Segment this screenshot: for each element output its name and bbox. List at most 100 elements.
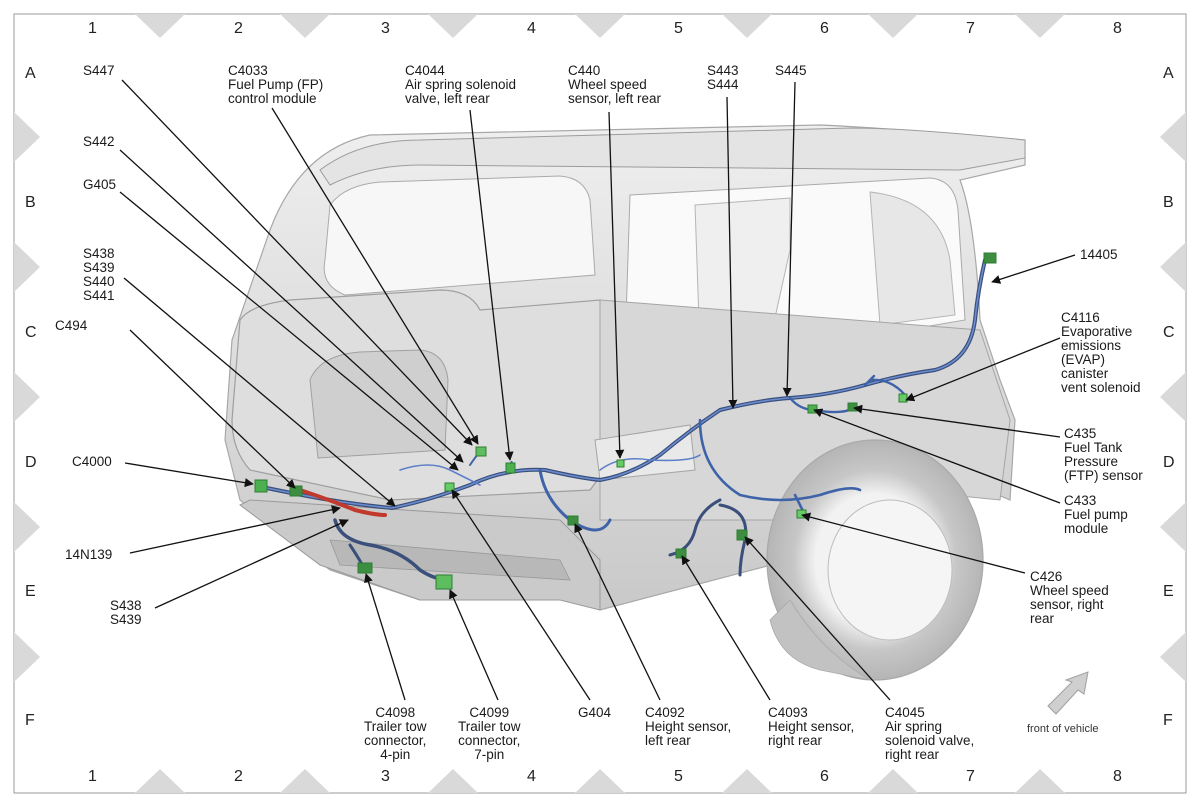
label-line: connector,: [458, 733, 521, 748]
label-line: solenoid valve,: [885, 733, 975, 748]
grid-row-b-left: B: [25, 194, 36, 211]
label-line: S439: [110, 612, 142, 627]
label-line: S439: [83, 260, 115, 275]
label-line: rear: [1030, 611, 1055, 626]
label-14n139: 14N139: [65, 548, 112, 562]
spare-tire: [766, 439, 984, 681]
label-line: C4092: [645, 705, 685, 720]
label-line: 14405: [1080, 247, 1118, 262]
leader-lines: [119, 79, 1076, 701]
grid-col-1-top: 1: [88, 20, 97, 37]
label-line: Height sensor,: [768, 719, 855, 734]
grid-col-7-bottom: 7: [966, 768, 975, 785]
label-g404: G404: [578, 706, 611, 720]
label-line: Wheel speed: [1030, 583, 1109, 598]
label-14405: 14405: [1080, 248, 1118, 262]
label-line: valve, left rear: [405, 91, 490, 106]
connector-c4099: [435, 574, 453, 590]
grid-col-7-top: 7: [966, 20, 975, 37]
grid-row-f-right: F: [1163, 712, 1173, 729]
label-line: C494: [55, 318, 88, 333]
label-line: Fuel Pump (FP): [228, 77, 324, 92]
label-line: 7-pin: [474, 747, 505, 762]
label-line: vent solenoid: [1061, 380, 1141, 395]
label-line: Evaporative: [1061, 324, 1133, 339]
grid-row-a-left: A: [25, 65, 36, 82]
label-line: Air spring: [885, 719, 943, 734]
vehicle-body: [224, 124, 1026, 611]
label-line: sensor, right: [1030, 597, 1104, 612]
label-line: C433: [1064, 493, 1097, 508]
connector-c4092: [567, 515, 579, 526]
grid-col-1-bottom: 1: [88, 768, 97, 785]
label-line: C4000: [72, 454, 112, 469]
grid-row-d-left: D: [25, 454, 37, 471]
grid-col-2-bottom: 2: [234, 768, 243, 785]
label-line: S447: [83, 63, 115, 78]
label-line: G404: [578, 705, 612, 720]
label-line: S445: [775, 63, 807, 78]
grid-col-6-top: 6: [820, 20, 829, 37]
grid-col-4-top: 4: [527, 20, 536, 37]
label-line: Fuel Tank: [1064, 440, 1123, 455]
label-line: (EVAP): [1061, 352, 1106, 367]
label-line: C435: [1064, 426, 1097, 441]
label-line: S440: [83, 274, 115, 289]
label-line: Pressure: [1064, 454, 1119, 469]
connector-c4044: [505, 462, 516, 474]
label-line: S438: [110, 598, 142, 613]
label-line: 4-pin: [380, 747, 411, 762]
grid-row-e-left: E: [25, 583, 36, 600]
label-line: 14N139: [65, 547, 113, 562]
label-line: module: [1064, 521, 1109, 536]
label-line: Wheel speed: [568, 77, 647, 92]
label-line: Trailer tow: [458, 719, 521, 734]
grid-col-8-bottom: 8: [1113, 768, 1122, 785]
grid-row-b-right: B: [1163, 194, 1174, 211]
label-s445: S445: [775, 64, 807, 78]
grid-col-5-top: 5: [674, 20, 683, 37]
front-of-vehicle-label: front of vehicle: [1027, 723, 1099, 735]
label-line: Trailer tow: [364, 719, 427, 734]
wiring-harness: [260, 258, 987, 582]
connector-c494: [289, 485, 303, 497]
connector-c4033: [475, 446, 487, 457]
connector-c4116: [898, 393, 908, 403]
label-line: canister: [1061, 366, 1109, 381]
grid-col-3-top: 3: [381, 20, 390, 37]
label-c4000: C4000: [72, 455, 112, 469]
connector-c4000: [254, 479, 268, 493]
connector-c4093: [675, 548, 687, 559]
label-line: connector,: [364, 733, 427, 748]
front-of-vehicle-arrow: [1047, 671, 1089, 715]
label-line: S442: [83, 134, 115, 149]
label-s447: S447: [83, 64, 115, 78]
connector-c435: [847, 402, 858, 412]
label-line: left rear: [645, 733, 691, 748]
connector-g404: [444, 482, 455, 492]
label-line: emissions: [1061, 338, 1122, 353]
label-line: C4116: [1061, 310, 1100, 325]
label-c494: C494: [55, 319, 87, 333]
label-line: Fuel pump: [1064, 507, 1128, 522]
grid-col-8-top: 8: [1113, 20, 1122, 37]
grid-row-f-left: F: [25, 712, 35, 729]
label-line: S441: [83, 288, 115, 303]
grid-row-c-left: C: [25, 324, 37, 341]
grid-row-d-right: D: [1163, 454, 1175, 471]
label-line: C4093: [768, 705, 808, 720]
grid-row-a-right: A: [1163, 65, 1174, 82]
label-line: C4044: [405, 63, 445, 78]
grid-markers: [14, 14, 1186, 793]
